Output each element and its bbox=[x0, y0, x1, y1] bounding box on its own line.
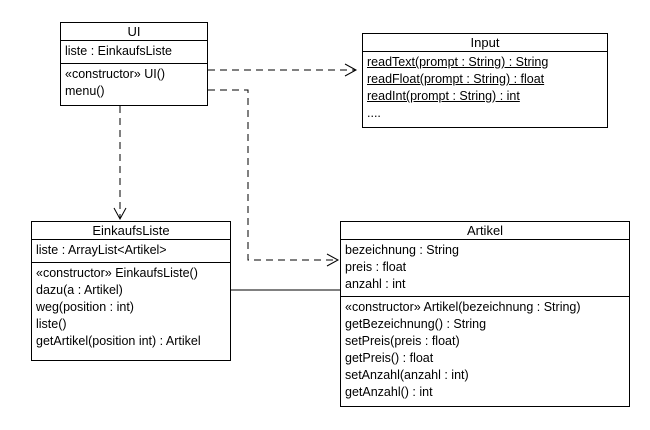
class-ui: UI liste : EinkaufsListe «constructor» U… bbox=[60, 22, 208, 106]
attributes-section: liste : ArrayList<Artikel> bbox=[32, 240, 230, 262]
operations-section: «constructor» EinkaufsListe() dazu(a : A… bbox=[32, 262, 230, 353]
attributes-section: liste : EinkaufsListe bbox=[61, 41, 207, 63]
dependency-ui-einkaufsliste-arrowhead bbox=[113, 207, 127, 221]
attributes-section: bezeichnung : String preis : float anzah… bbox=[341, 240, 629, 296]
operation: liste() bbox=[36, 317, 67, 331]
operation: readInt(prompt : String) : int bbox=[367, 89, 520, 103]
operation: «constructor» UI() bbox=[65, 67, 166, 81]
dependency-ui-artikel-arrowhead bbox=[326, 253, 340, 267]
operations-section: «constructor» Artikel(bezeichnung : Stri… bbox=[341, 296, 629, 404]
attribute: liste : ArrayList<Artikel> bbox=[36, 243, 167, 257]
dependency-ui-artikel bbox=[208, 89, 338, 261]
operation: getAnzahl() : int bbox=[345, 385, 433, 399]
operation: setAnzahl(anzahl : int) bbox=[345, 368, 469, 382]
class-name: Artikel bbox=[341, 222, 629, 240]
class-name: Input bbox=[363, 34, 607, 52]
operation: weg(position : int) bbox=[36, 300, 134, 314]
attribute: preis : float bbox=[345, 260, 407, 274]
class-artikel: Artikel bezeichnung : String preis : flo… bbox=[340, 221, 630, 407]
operation: readFloat(prompt : String) : float bbox=[367, 72, 545, 86]
class-einkaufsliste: EinkaufsListe liste : ArrayList<Artikel>… bbox=[31, 221, 231, 361]
operation: .... bbox=[367, 106, 381, 120]
operations-section: readText(prompt : String) : String readF… bbox=[363, 52, 607, 125]
operation: getArtikel(position int) : Artikel bbox=[36, 334, 201, 348]
class-name: UI bbox=[61, 23, 207, 41]
operation: dazu(a : Artikel) bbox=[36, 283, 123, 297]
class-input: Input readText(prompt : String) : String… bbox=[362, 33, 608, 128]
operation: getPreis() : float bbox=[345, 351, 434, 365]
dependency-ui-input-arrowhead bbox=[344, 63, 358, 77]
operation: «constructor» Artikel(bezeichnung : Stri… bbox=[345, 300, 581, 314]
class-name: EinkaufsListe bbox=[32, 222, 230, 240]
attribute: anzahl : int bbox=[345, 277, 406, 291]
operation: getBezeichnung() : String bbox=[345, 317, 487, 331]
attribute: bezeichnung : String bbox=[345, 243, 459, 257]
operation: setPreis(preis : float) bbox=[345, 334, 460, 348]
operations-section: «constructor» UI() menu() bbox=[61, 63, 207, 103]
operation: readText(prompt : String) : String bbox=[367, 55, 549, 69]
operation: menu() bbox=[65, 84, 105, 98]
attribute: liste : EinkaufsListe bbox=[65, 44, 172, 58]
operation: «constructor» EinkaufsListe() bbox=[36, 266, 198, 280]
